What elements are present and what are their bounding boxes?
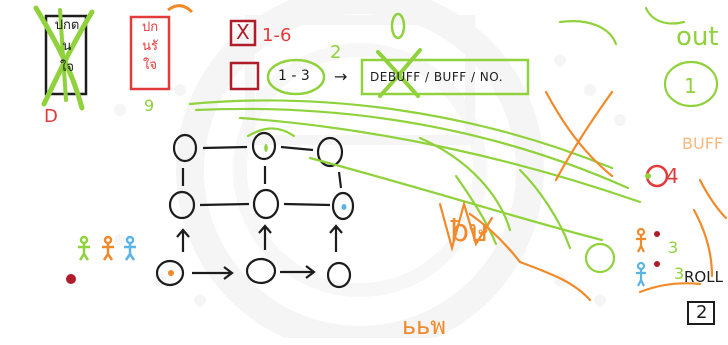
right-number: 4 xyxy=(666,164,679,188)
node-markers xyxy=(168,144,347,276)
right-three-1: 3 xyxy=(668,238,679,257)
range-superscript: 2 xyxy=(330,42,342,63)
center-word: ƀษ xyxy=(450,214,489,249)
checkbox-rows xyxy=(229,19,260,91)
left-card-line-1: ปกต xyxy=(54,18,80,33)
orange-scribbles xyxy=(438,90,728,302)
top-right-number: 1 xyxy=(684,74,697,98)
bottom-right-box-text: 2 xyxy=(696,302,708,323)
left-card-caption: D xyxy=(44,106,58,127)
left-card-line-3: ใจ xyxy=(60,60,74,75)
selection-group xyxy=(266,12,530,98)
left-card-line-2: น xyxy=(62,39,72,54)
node-grid xyxy=(155,131,355,289)
right-card-line-2: นรั xyxy=(142,39,158,54)
bottom-word: ььพ xyxy=(402,312,447,340)
right-three-2: 3 xyxy=(674,264,685,283)
player-figures xyxy=(66,235,136,284)
right-buff: BUFF xyxy=(682,134,724,153)
right-card xyxy=(129,4,194,91)
watermark xyxy=(114,0,626,338)
whiteboard-canvas xyxy=(33,0,728,338)
top-right-word: out xyxy=(676,22,719,52)
right-card-text: ปก นรั ใจ xyxy=(134,21,166,72)
arrow-to-effect: → xyxy=(334,67,348,86)
green-scribbles xyxy=(188,6,719,274)
checkbox-1-label: 1-6 xyxy=(262,25,292,46)
range-text: 1 - 3 xyxy=(278,68,310,84)
effect-text: DEBUFF / BUFF / NO. xyxy=(370,70,504,84)
checkbox-1-mark: X xyxy=(236,20,250,44)
right-markers xyxy=(636,164,715,325)
right-card-caption: 9 xyxy=(144,96,155,115)
right-card-line-1: ปก xyxy=(141,20,159,35)
right-roll: ROLL xyxy=(684,268,723,286)
left-card-text: ปกต น ใจ xyxy=(49,19,85,74)
right-card-line-3: ใจ xyxy=(143,58,157,73)
left-card xyxy=(33,5,95,111)
